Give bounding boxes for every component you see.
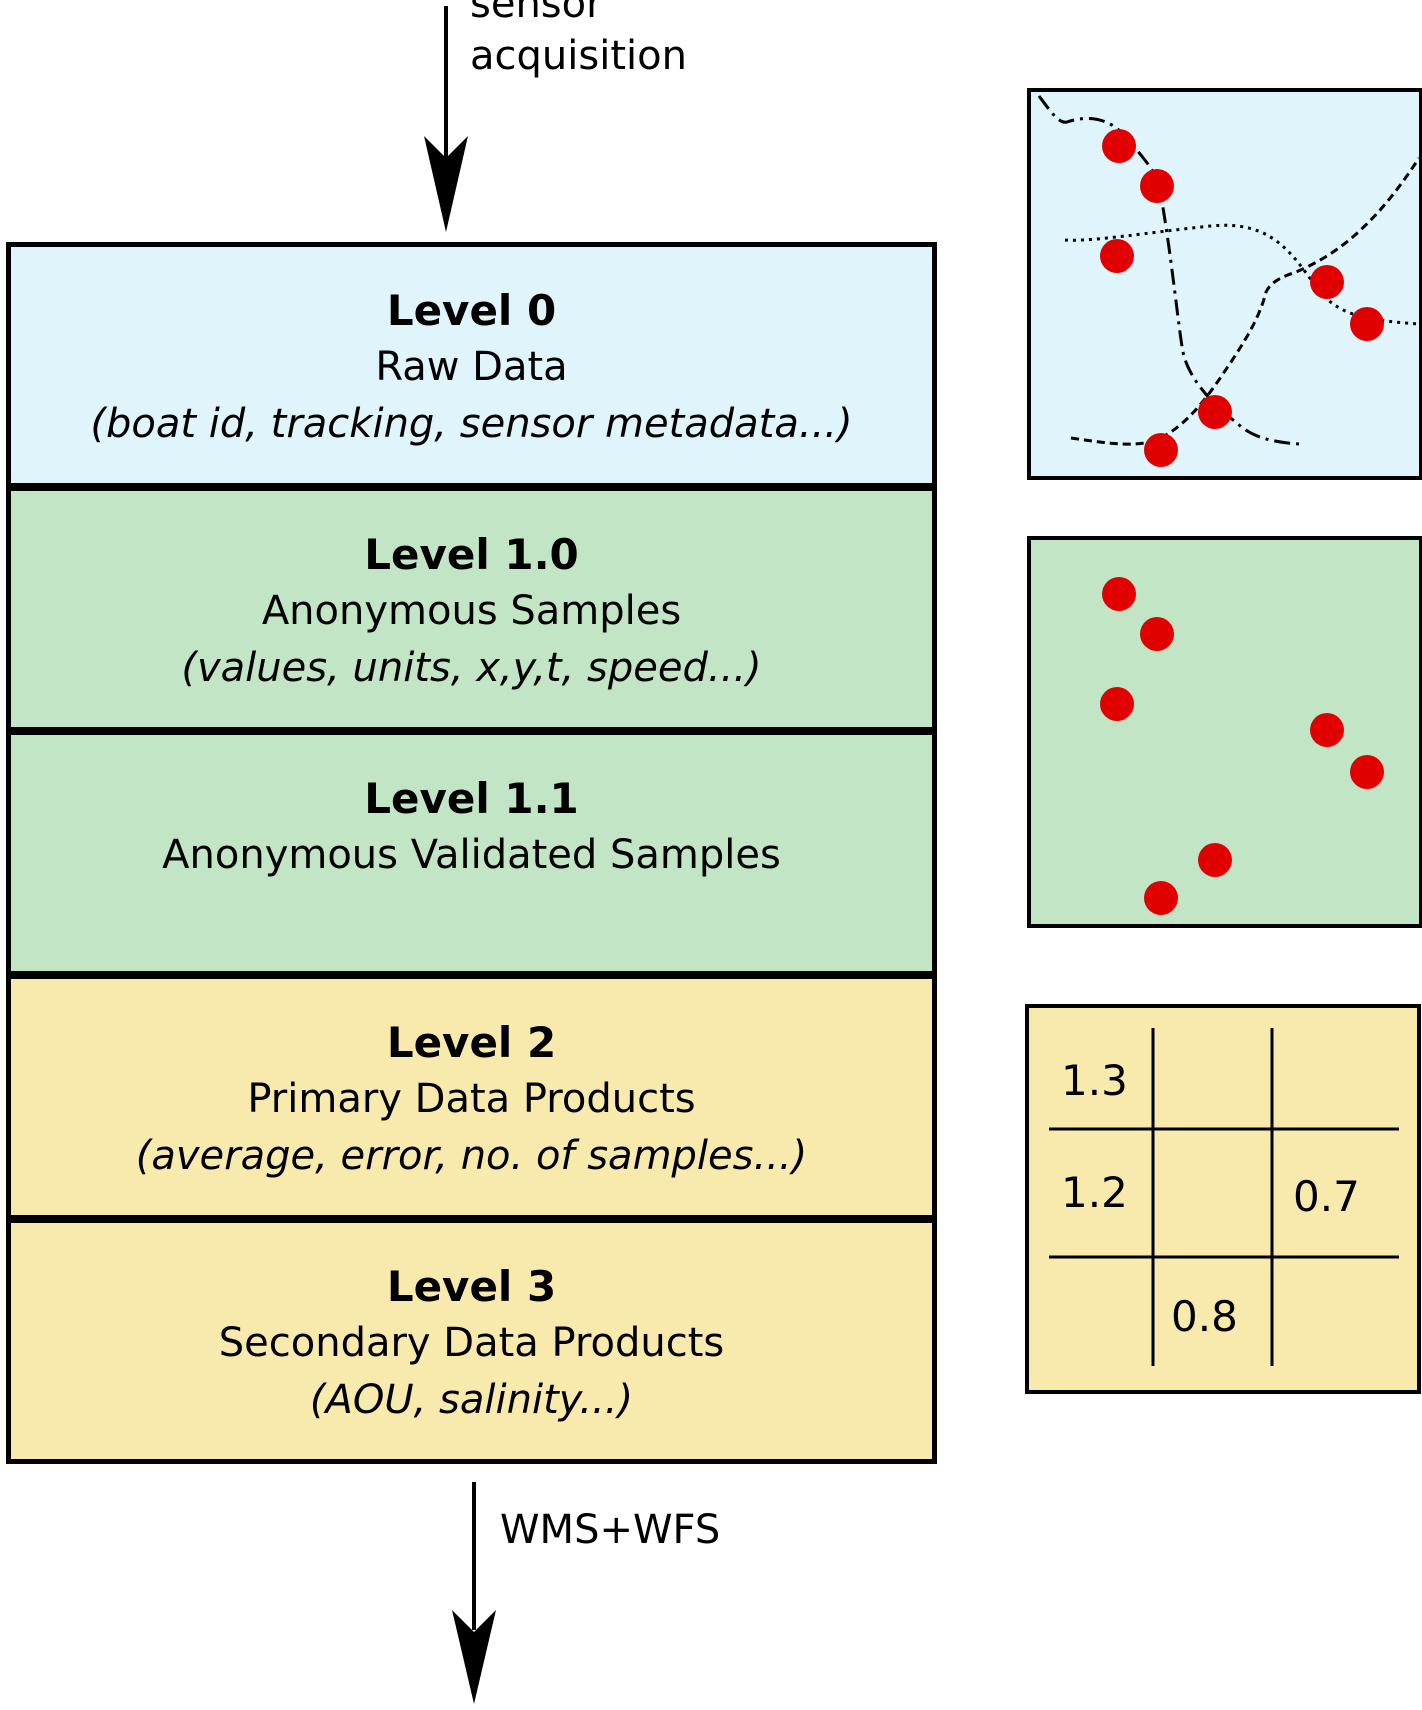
sample-point [1310,713,1344,747]
level-description: (AOU, salinity...) [309,1377,634,1423]
sample-point [1144,433,1178,467]
grid-cell-r2c1: 1.2 [1061,1168,1128,1217]
level-1-0-box: Level 1.0 Anonymous Samples (values, uni… [6,486,937,732]
level-title: Level 3 [386,1262,557,1311]
anonymous-samples-plot [1100,577,1384,915]
sample-point [1198,395,1232,429]
wms-wfs-label: WMS+WFS [500,1507,721,1553]
raw-tracks-thumbnail [1027,88,1422,480]
sample-point [1350,307,1384,341]
sample-point [1310,265,1344,299]
output-arrow [452,1482,496,1704]
input-arrow [424,6,468,232]
level-description: (average, error, no. of samples...) [135,1133,808,1179]
grid-cell-r3c2: 0.8 [1171,1292,1238,1341]
track-line-dashed [1070,157,1421,446]
raw-tracks-plot [1037,95,1421,467]
anonymous-samples-thumbnail [1027,536,1422,928]
sample-point [1144,881,1178,915]
level-title: Level 2 [386,1018,557,1067]
sensor-acquisition-label: sensor acquisition [470,0,687,82]
sample-point [1100,687,1134,721]
sample-point [1140,169,1174,203]
level-subtitle: Anonymous Validated Samples [162,832,781,878]
grid-lines [1049,1028,1399,1366]
level-title: Level 0 [386,286,557,335]
grid-cell-r2c3: 0.7 [1293,1172,1360,1221]
sample-point [1198,843,1232,877]
level-0-box: Level 0 Raw Data (boat id, tracking, sen… [6,242,937,488]
level-1-1-box: Level 1.1 Anonymous Validated Samples [6,730,937,976]
sample-point [1102,129,1136,163]
top-label-line2: acquisition [470,33,687,79]
track-line-dashdot [1037,95,1300,446]
level-description: (boat id, tracking, sensor metadata...) [90,401,853,447]
level-subtitle: Raw Data [375,344,568,390]
level-subtitle: Primary Data Products [247,1076,696,1122]
level-2-box: Level 2 Primary Data Products (average, … [6,974,937,1220]
grid-cell-r1c1: 1.3 [1061,1056,1128,1105]
sample-point [1140,617,1174,651]
level-title: Level 1.0 [364,530,579,579]
level-title: Level 1.1 [364,774,579,823]
gridded-product-thumbnail: 1.3 1.2 0.7 0.8 [1025,1004,1421,1394]
sample-point [1100,239,1134,273]
top-label-line1: sensor [470,0,603,27]
sample-point [1102,577,1136,611]
level-description: (values, units, x,y,t, speed...) [181,645,762,691]
level-subtitle: Secondary Data Products [218,1320,725,1366]
level-3-box: Level 3 Secondary Data Products (AOU, sa… [6,1218,937,1464]
sample-point [1350,755,1384,789]
level-subtitle: Anonymous Samples [261,588,682,634]
